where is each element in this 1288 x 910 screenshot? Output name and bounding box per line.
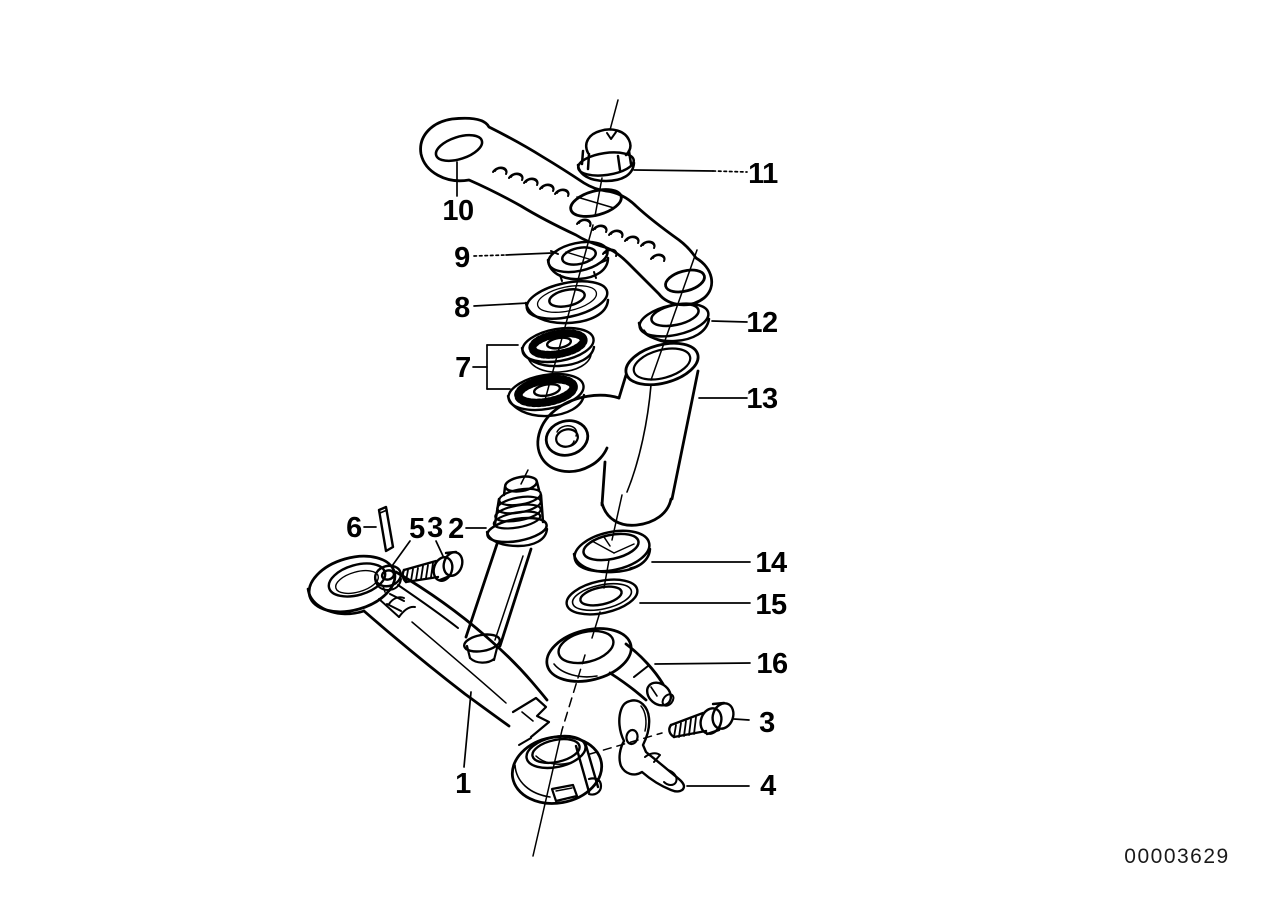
clamp-bolt-right [668,701,735,739]
part-label-7: 7 [455,352,471,384]
part-label-4: 4 [760,770,776,802]
part-label-15: 15 [755,589,787,621]
part-label-1: 1 [455,768,471,800]
dust-cover-washer [524,280,610,325]
clamp-bracket [618,699,686,793]
top-fork-bridge [419,116,714,307]
stem-clamp-ring [510,734,604,805]
hex-nut [576,128,636,183]
part-labels: 1 2 3 3 4 5 6 7 8 9 10 11 12 13 14 15 16 [346,158,788,802]
part-label-11: 11 [748,158,778,190]
part-label-12: 12 [746,307,777,339]
leader-lines [363,161,751,787]
taper-bearing-lower [506,372,586,418]
adjusting-nut [546,240,610,282]
steering-stop-arm [545,627,675,707]
part-label-8: 8 [454,292,470,324]
taper-bearing-upper [520,326,596,373]
bushing [637,302,711,344]
part-label-3-right: 3 [759,707,775,739]
part-label-9: 9 [454,242,470,274]
drawing-number: 00003629 [1124,845,1229,868]
dust-cap [572,529,652,574]
steering-stem-tube [536,341,700,527]
part-label-5: 5 [409,513,425,545]
part-label-13: 13 [746,383,778,415]
part-label-14: 14 [755,547,787,579]
part-label-10: 10 [442,195,473,227]
part-label-6: 6 [346,512,362,544]
centerlines [520,99,698,857]
part-label-3-left: 3 [427,512,443,544]
part-label-16: 16 [756,648,788,680]
lock-washer [373,564,403,593]
fork-tube [463,475,549,664]
pin [377,505,395,553]
seal-ring [565,578,639,616]
clamp-bolt-left [401,550,464,584]
part-label-2: 2 [448,513,464,545]
